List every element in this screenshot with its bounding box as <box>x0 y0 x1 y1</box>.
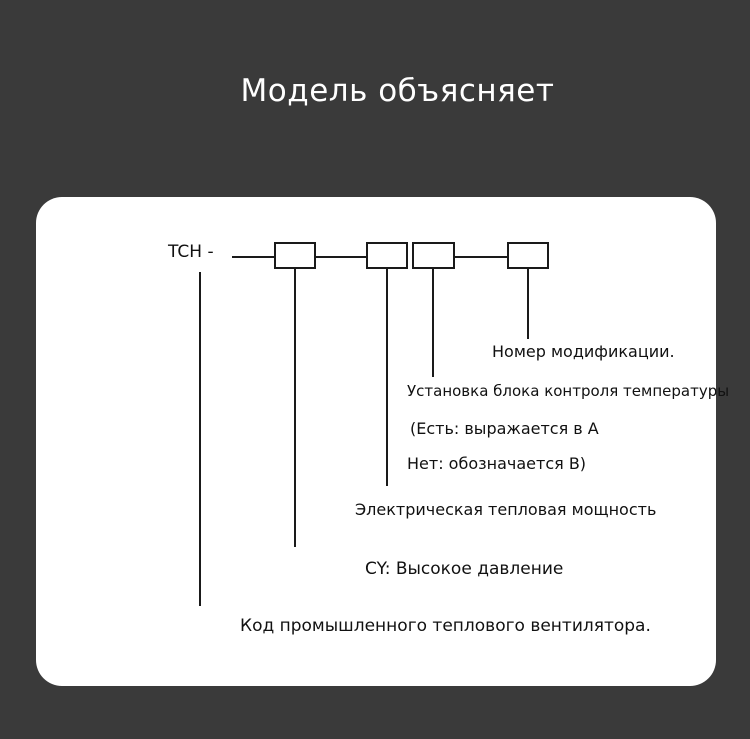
label-code: Код промышленного теплового вентилятора. <box>240 616 651 636</box>
label-temp-control: Установка блока контроля температуры <box>407 382 730 400</box>
label-temp-no: Нет: обозначается В) <box>407 454 587 473</box>
label-temp-yes: (Есть: выражается в А <box>410 419 599 438</box>
code-box-temp <box>412 242 455 269</box>
code-box-power <box>366 242 408 269</box>
diagram-card <box>36 197 716 686</box>
label-modification: Номер модификации. <box>492 342 675 361</box>
page-title: Модель объясняет <box>240 73 555 109</box>
code-box-pressure <box>274 242 316 269</box>
model-prefix: TCH - <box>168 242 214 262</box>
label-power: Электрическая тепловая мощность <box>355 500 657 519</box>
code-box-modification <box>507 242 549 269</box>
label-pressure: CY: Высокое давление <box>365 559 564 579</box>
